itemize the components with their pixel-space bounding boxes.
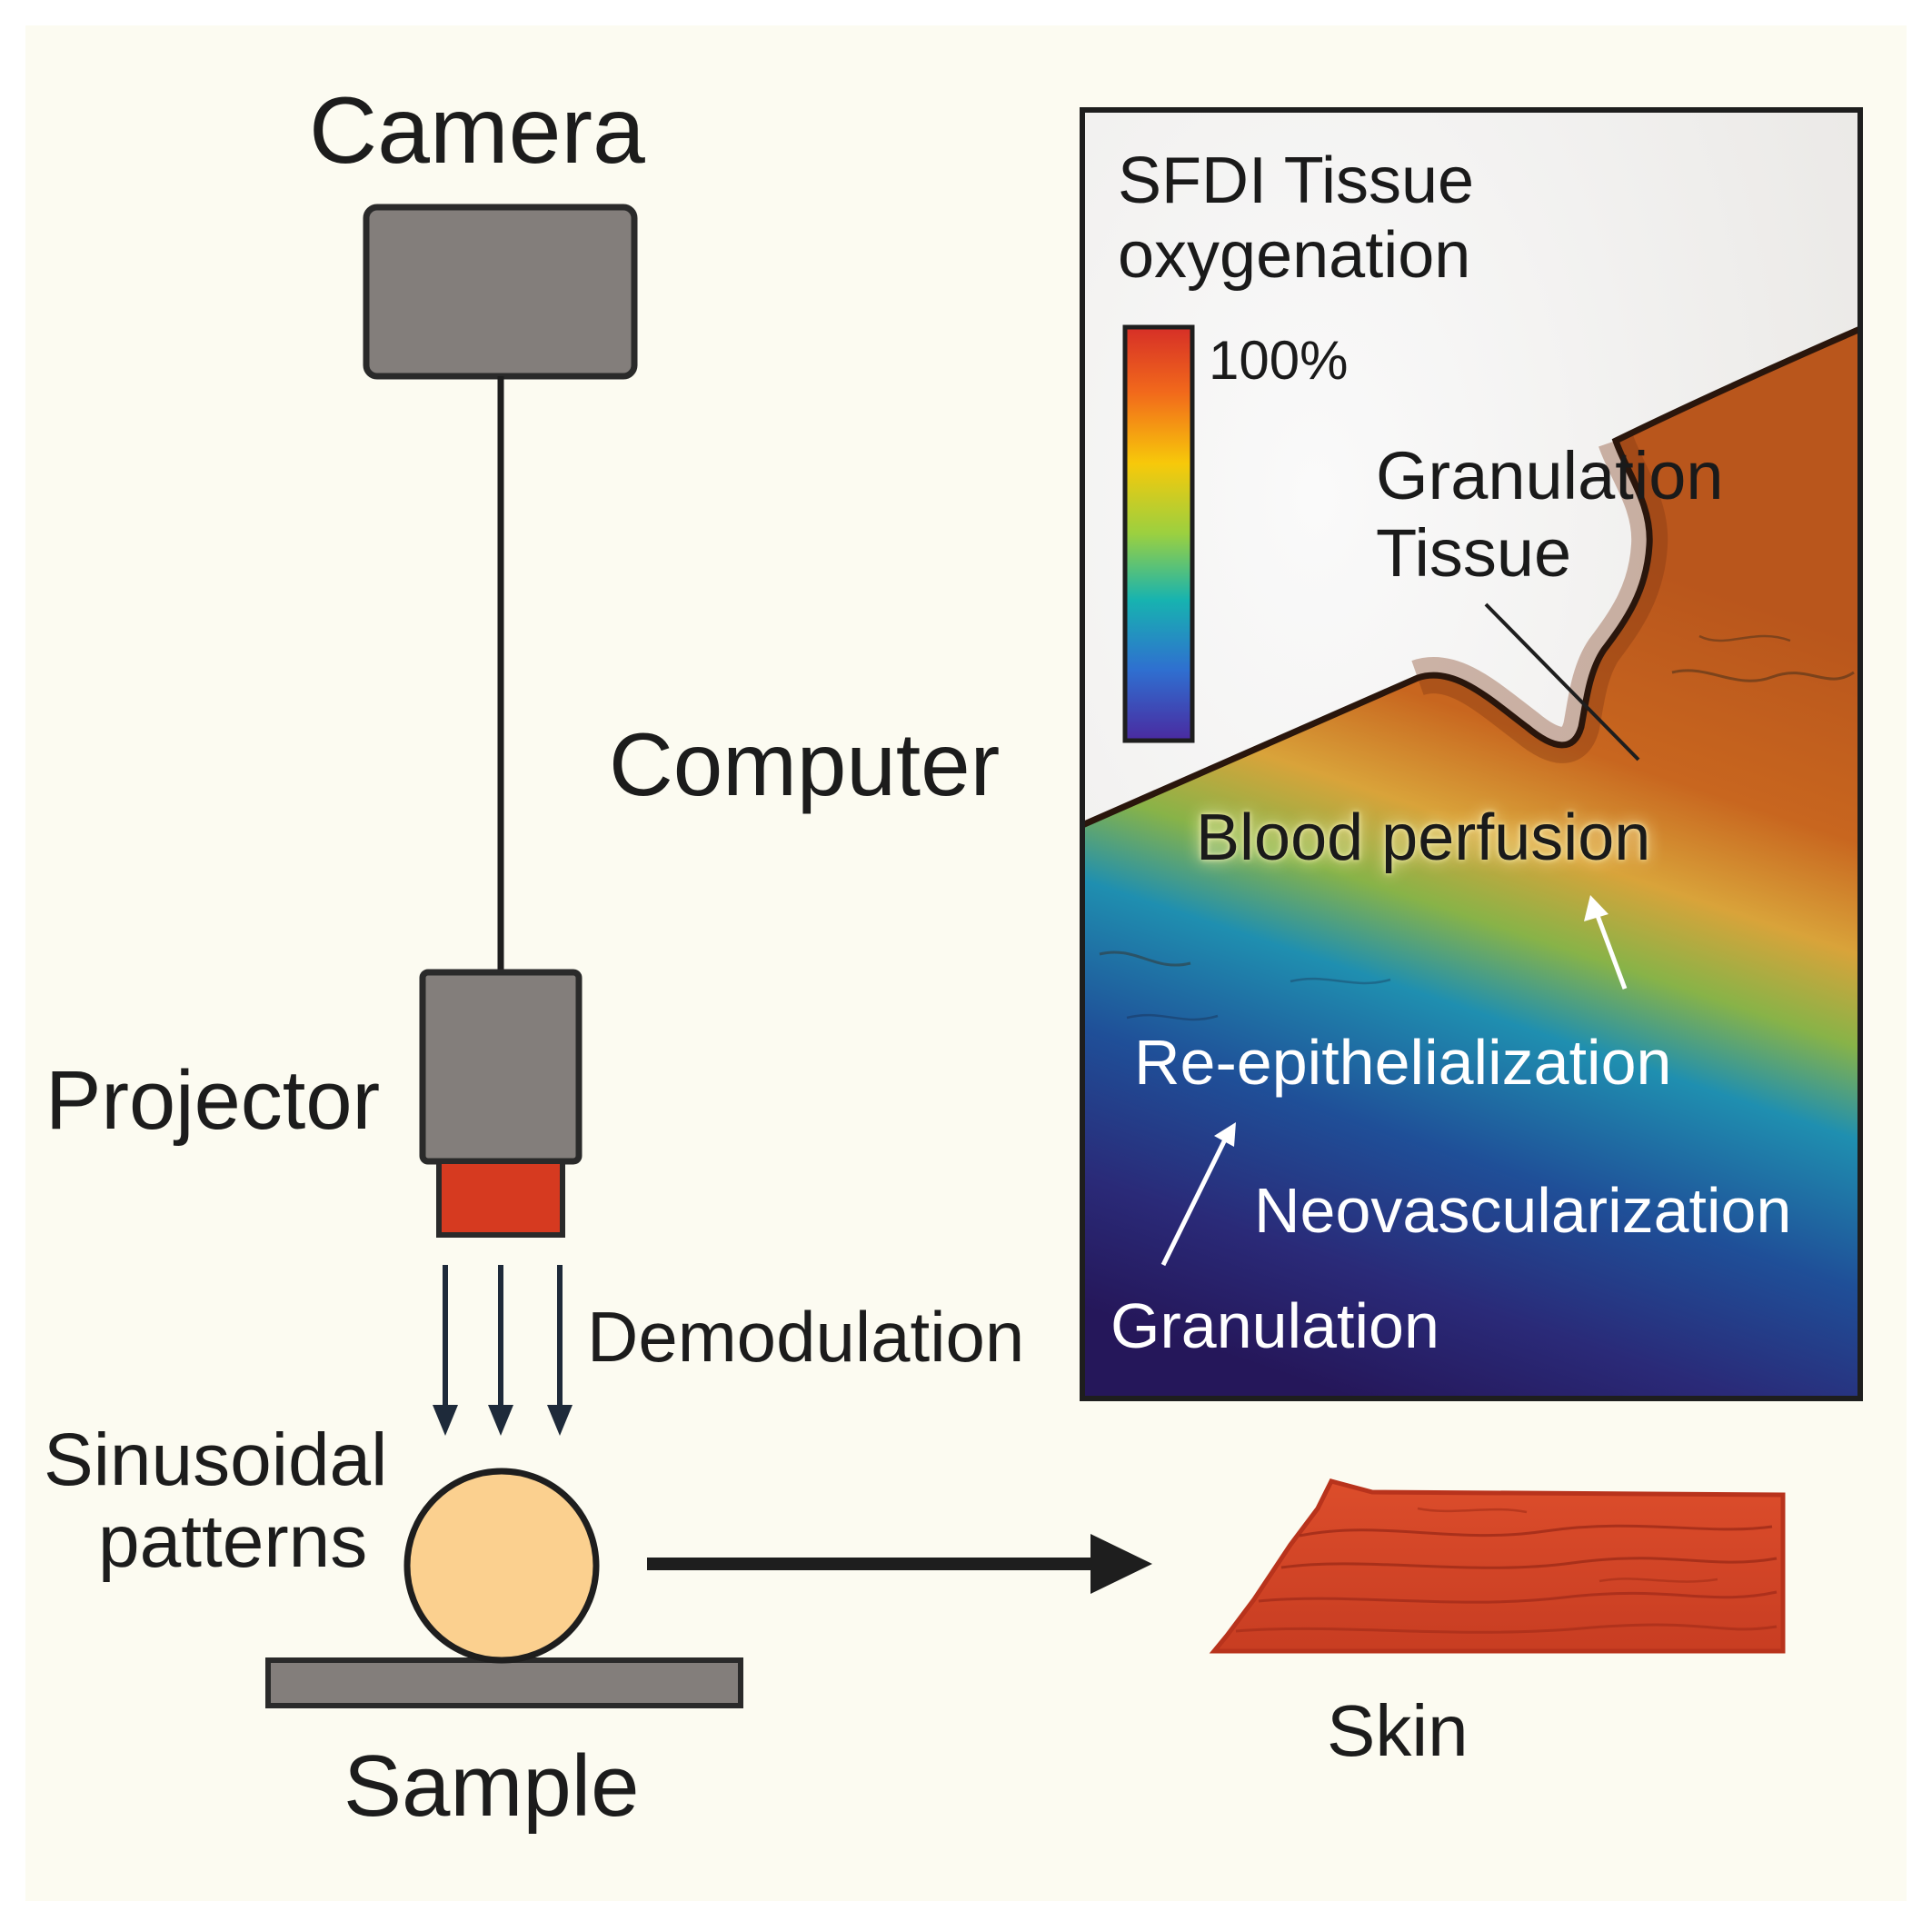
re-epithelialization-arrow	[1160, 1134, 1230, 1267]
sample-to-skin-arrowhead	[1090, 1534, 1152, 1594]
camera-box	[363, 204, 638, 380]
re-epithelialization-label: Re-epithelialization	[1134, 1027, 1672, 1098]
colorbar	[1122, 324, 1195, 743]
computer-label: Computer	[609, 714, 1001, 814]
tissue-edge	[1082, 325, 1860, 829]
projector-lens	[436, 1159, 565, 1238]
granulation-tissue-label-line1: Granulation	[1376, 438, 1724, 513]
blood-perfusion-label: Blood perfusion	[1196, 801, 1651, 874]
sample-stage	[265, 1657, 743, 1708]
camera-label: Camera	[309, 78, 645, 184]
projector-box	[419, 969, 583, 1165]
skin-tissue	[1209, 1478, 1786, 1654]
skin-label: Skin	[1327, 1690, 1469, 1771]
blood-perfusion-arrowhead	[1584, 895, 1608, 921]
granulation-tissue-pointer	[1484, 602, 1640, 761]
blood-perfusion-arrow	[1594, 912, 1628, 990]
neovascularization-label: Neovascularization	[1254, 1175, 1792, 1246]
projection-arrowhead	[488, 1405, 513, 1436]
sfdi-panel	[1080, 107, 1863, 1401]
sinusoidal-patterns-label-line2: patterns	[98, 1500, 368, 1583]
sfdi-panel-frame	[1080, 107, 1863, 1401]
re-epithelialization-arrowhead	[1214, 1122, 1236, 1147]
sample-sphere	[403, 1468, 600, 1664]
panel-title-line2: oxygenation	[1118, 219, 1471, 292]
sample-label: Sample	[344, 1737, 640, 1835]
granulation-label: Granulation	[1110, 1290, 1439, 1361]
demodulation-label: Demodulation	[587, 1297, 1025, 1377]
colorbar-max-label: 100%	[1209, 330, 1349, 391]
sinusoidal-patterns-label-line1: Sinusoidal	[44, 1418, 388, 1501]
projection-arrowhead	[433, 1405, 458, 1436]
projection-arrowhead	[547, 1405, 573, 1436]
tissue-map	[1082, 329, 1860, 1398]
granulation-tissue-label-line2: Tissue	[1376, 515, 1572, 591]
projector-label: Projector	[45, 1054, 381, 1147]
panel-title-line1: SFDI Tissue	[1118, 144, 1475, 217]
